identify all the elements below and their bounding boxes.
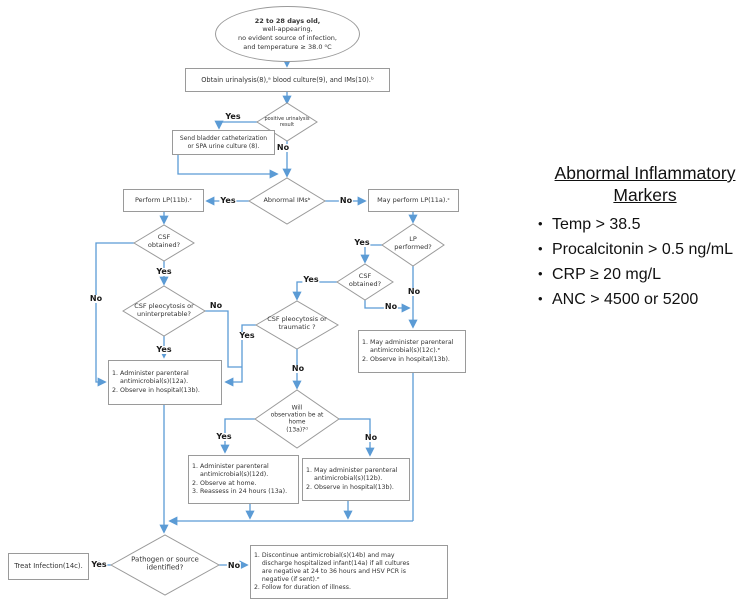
diamond-abnormal-ims (248, 177, 326, 225)
node-discontinue: 1. Discontinue antimicrobial(s)(14b) and… (250, 545, 448, 599)
label-traumatic-yes: Yes (238, 331, 256, 340)
diamond-pleocytosis-uninterpretable (122, 285, 206, 337)
diamond-text-will-home: Will observation be at home (13a)?ᵈ (270, 404, 324, 434)
diamond-text-pathogen: Pathogen or source identified? (131, 555, 199, 572)
edge-uninterp-no (205, 310, 242, 368)
edge-csfmid-yes (292, 281, 337, 301)
marker-crp: CRP ≥ 20 mg/L (552, 266, 661, 284)
diamond-pathogen-identified (109, 534, 221, 596)
panel-title: Abnormal Inflammatory Markers (554, 163, 736, 205)
diamond-will-observation-home (254, 389, 340, 449)
diamond-csf-obtained-left (133, 224, 195, 262)
node-treat-infection: Treat Infection(14c). (8, 553, 89, 580)
label-csfmid-no: No (383, 302, 399, 311)
node-obtain-tests: Obtain urinalysis(8),ᵃ blood culture(9),… (185, 68, 390, 92)
list-item: • Temp > 38.5 (538, 213, 752, 236)
node-admin-12c: 1. May administer parenteral antimicrobi… (358, 330, 466, 373)
label-pathogen-no: No (226, 561, 242, 570)
list-item: • CRP ≥ 20 mg/L (538, 263, 752, 286)
node-perform-lp: Perform LP(11b).ᶜ (123, 189, 204, 212)
diamond-text-lp-performed: LP performed? (394, 235, 432, 251)
label-will-yes: Yes (215, 432, 233, 441)
list-item: • ANC > 4500 or 5200 (538, 288, 752, 311)
label-uninterp-no: No (208, 301, 224, 310)
label-ua-no: No (275, 143, 291, 152)
label-traumatic-no: No (290, 364, 306, 373)
marker-temp: Temp > 38.5 (552, 215, 641, 233)
marker-procalcitonin: Procalcitonin > 0.5 ng/mL (552, 240, 733, 258)
edge-csfleft-no (95, 242, 134, 387)
diamond-pleocytosis-traumatic (255, 300, 339, 350)
bullet-icon: • (538, 215, 543, 231)
label-csfleft-no: No (88, 294, 104, 303)
bullet-icon: • (538, 266, 543, 282)
label-will-no: No (363, 433, 379, 442)
bullet-icon: • (538, 291, 543, 307)
diamond-text-csf-obtained-left: CSF obtained? (147, 233, 181, 249)
abnormal-markers-panel: Abnormal Inflammatory Markers • Temp > 3… (538, 163, 752, 314)
label-lpperf-no: No (406, 287, 422, 296)
edge-ua-yes (214, 120, 259, 130)
edge-lpperf-yes (360, 244, 382, 264)
diamond-lp-performed (381, 223, 445, 267)
diamond-text-abnormal-ims: Abnormal IMsᵇ (263, 196, 311, 205)
diamond-text-positive-urinalysis: positive urinalysis result (264, 116, 310, 128)
start-criteria-lines: well-appearing, no evident source of inf… (238, 25, 337, 51)
edge-will-no (339, 418, 375, 457)
label-ims-yes: Yes (219, 196, 237, 205)
label-lpperf-yes: Yes (353, 238, 371, 247)
edge-bladder-to-ims (177, 154, 279, 179)
diamond-text-csf-obtained-mid: CSF obtained? (348, 272, 382, 288)
node-bladder-culture: Send bladder catheterization or SPA urin… (172, 130, 275, 155)
diamond-csf-obtained-mid (336, 263, 394, 301)
list-item: • Procalcitonin > 0.5 ng/mL (538, 238, 752, 261)
node-start-oval: 22 to 28 days old, well-appearing, no ev… (215, 6, 360, 62)
label-csfmid-yes: Yes (302, 275, 320, 284)
diamond-text-pleocytosis-uninterpretable: CSF pleocytosis or uninterpretable? (134, 302, 194, 318)
node-admin-12d: 1. Administer parenteral antimicrobial(s… (188, 455, 299, 504)
label-ims-no: No (338, 196, 354, 205)
edge-will-yes (220, 418, 255, 454)
label-pathogen-yes: Yes (90, 560, 108, 569)
marker-anc: ANC > 4500 or 5200 (552, 291, 699, 309)
edge-traumatic-yes (224, 324, 256, 387)
node-may-perform-lp: May perform LP(11a).ᶜ (368, 189, 459, 212)
label-uninterp-yes: Yes (155, 345, 173, 354)
label-csfleft-yes: Yes (155, 267, 173, 276)
node-admin-12a: 1. Administer parenteral antimicrobial(s… (108, 360, 222, 405)
node-admin-12b: 1. May administer parenteral antimicrobi… (302, 458, 410, 501)
label-ua-yes: Yes (224, 112, 242, 121)
start-age-line: 22 to 28 days old, (254, 16, 321, 25)
bullet-icon: • (538, 240, 543, 256)
diamond-text-pleocytosis-traumatic: CSF pleocytosis or traumatic ? (267, 315, 327, 331)
